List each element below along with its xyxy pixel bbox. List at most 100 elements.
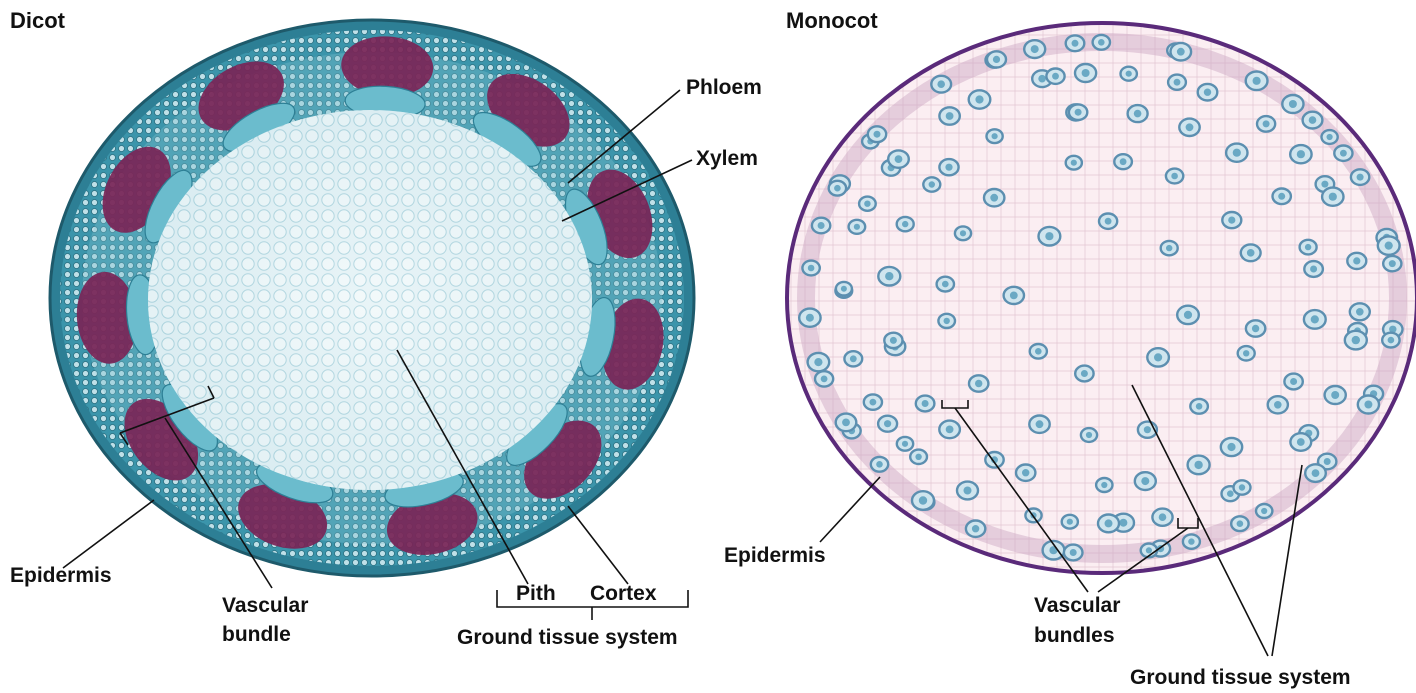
monocot-vascular-bundle <box>812 218 830 234</box>
dicot-epidermis-label: Epidermis <box>10 564 112 587</box>
monocot-vascular-bundle <box>1099 214 1117 229</box>
monocot-vascular-bundle <box>1241 244 1261 261</box>
dicot-xylem-label: Xylem <box>696 147 758 170</box>
monocot-vascular-bundle <box>836 282 852 296</box>
monocot-vascular-bundle <box>1024 40 1045 58</box>
monocot-vascular-bundle <box>1290 145 1311 163</box>
dicot-phloem-label: Phloem <box>686 76 762 99</box>
monocot-vascular-bundle <box>1188 456 1210 475</box>
dicot-pith-label: Pith <box>516 582 556 605</box>
monocot-vascular-bundle <box>1128 105 1148 122</box>
monocot-vascular-bundle <box>1121 67 1137 81</box>
monocot-vascular-bundle <box>1226 144 1247 162</box>
monocot-vascular-bundle <box>829 181 846 196</box>
dicot-ground-tissue-label: Ground tissue system <box>457 626 678 649</box>
monocot-vascular-bundle <box>969 375 988 391</box>
monocot-vascular-bundle <box>1334 146 1352 161</box>
monocot-vascular-bundle <box>1350 303 1370 320</box>
dicot-vascular-bundle <box>338 34 435 121</box>
monocot-vascular-bundle <box>910 450 927 464</box>
monocot-epidermis-label: Epidermis <box>724 544 826 567</box>
monocot-vascular-bundle <box>802 261 819 276</box>
monocot-vascular-bundle <box>912 491 934 510</box>
monocot-vascular-bundle <box>864 394 882 409</box>
monocot-vascular-bundle <box>1322 130 1338 144</box>
monocot-vascular-bundle <box>1300 240 1317 255</box>
monocot-vascular-bundle <box>966 521 985 537</box>
monocot-vascular-bundle <box>987 51 1006 67</box>
monocot-vascular-bundle <box>1190 399 1208 414</box>
monocot-vascular-bundle <box>1030 344 1047 359</box>
monocot-vascular-bundle <box>937 277 954 292</box>
dicot-title: Dicot <box>10 8 66 33</box>
dicot-stem-section <box>50 20 694 576</box>
monocot-vascular-bundle <box>1066 35 1085 51</box>
monocot-vascular-bundle <box>1322 188 1343 206</box>
dicot-vascular-bundle-label-2: bundle <box>222 623 291 646</box>
monocot-vascular-bundle <box>1069 104 1087 120</box>
dicot-cortex-label: Cortex <box>590 582 657 605</box>
monocot-vascular-bundle <box>1081 428 1097 442</box>
monocot-vascular-bundle <box>836 414 857 432</box>
monocot-vascular-bundle <box>939 159 958 175</box>
monocot-vascular-bundle <box>1166 169 1183 184</box>
monocot-vascular-bundle <box>1016 465 1035 481</box>
monocot-vascular-bundle <box>1171 43 1192 61</box>
monocot-vascular-bundle <box>1290 433 1311 451</box>
monocot-vascular-bundle <box>1238 346 1255 360</box>
monocot-vascular-bundle <box>1098 515 1119 533</box>
monocot-vascular-bundle <box>1382 333 1399 348</box>
monocot-vascular-bundle <box>1273 189 1291 205</box>
monocot-ground-tissue-label: Ground tissue system <box>1130 666 1351 689</box>
monocot-vascular-bundle <box>799 309 820 327</box>
monocot-vascular-bundle <box>957 482 978 500</box>
monocot-vascular-bundle <box>955 226 971 240</box>
monocot-vascular-bundle <box>1358 396 1379 414</box>
monocot-vascular-bundle <box>1198 84 1218 101</box>
monocot-vascular-bundle <box>1152 509 1172 526</box>
monocot-vascular-bundle <box>1062 515 1078 529</box>
dicot-epidermis-leader <box>63 500 154 568</box>
monocot-vascular-bundle <box>1246 320 1265 336</box>
monocot-vascular-bundle <box>1183 534 1200 548</box>
monocot-vascular-bundle <box>1179 119 1199 136</box>
monocot-vascular-bundle <box>878 267 900 286</box>
monocot-vascular-bundle <box>844 351 862 366</box>
monocot-vascular-bundle <box>1039 227 1061 246</box>
monocot-vascular-bundle <box>923 177 940 191</box>
monocot-vascular-bundle <box>1161 241 1178 255</box>
monocot-vascular-bundle <box>871 457 888 472</box>
dicot-vascular-bundle-label-1: Vascular <box>222 594 308 617</box>
monocot-vascular-bundle <box>987 129 1003 143</box>
monocot-vascular-bundle <box>1351 169 1369 185</box>
monocot-vascular-bundle <box>849 220 866 234</box>
monocot-vascular-bundle <box>1029 416 1049 433</box>
monocot-vascular-bundle <box>938 314 955 328</box>
monocot-vascular-bundle <box>1075 366 1093 382</box>
dicot-cortex-leader <box>568 506 628 584</box>
monocot-vascular-bundle <box>1046 69 1064 84</box>
monocot-vascular-bundle <box>1304 310 1326 329</box>
monocot-vascular-bundle <box>1325 386 1346 404</box>
monocot-vascular-bundle <box>1284 374 1302 390</box>
monocot-vascular-bundle <box>1282 95 1303 113</box>
monocot-vascular-bundle <box>1246 72 1268 91</box>
monocot-vascular-bundle <box>1096 478 1112 492</box>
monocot-vascular-bundle <box>1268 396 1288 413</box>
monocot-vascular-bundle <box>916 396 935 412</box>
monocot-vascular-bundle <box>1177 306 1199 324</box>
monocot-vascular-bundles-label-2: bundles <box>1034 624 1115 647</box>
monocot-stem-section <box>787 23 1416 573</box>
monocot-vascular-bundle <box>1168 75 1186 90</box>
monocot-vascular-bundle <box>878 416 897 432</box>
monocot-vascular-bundles-label-1: Vascular <box>1034 594 1120 617</box>
monocot-vascular-bundle <box>984 189 1004 206</box>
monocot-vascular-bundle <box>1004 287 1024 304</box>
monocot-vascular-bundle <box>1135 472 1156 490</box>
monocot-vascular-bundle <box>1345 331 1367 350</box>
monocot-vascular-bundle <box>1234 480 1251 494</box>
monocot-vascular-bundle <box>1347 253 1366 269</box>
monocot-vascular-bundle <box>868 126 886 142</box>
monocot-vascular-bundle <box>939 107 959 124</box>
